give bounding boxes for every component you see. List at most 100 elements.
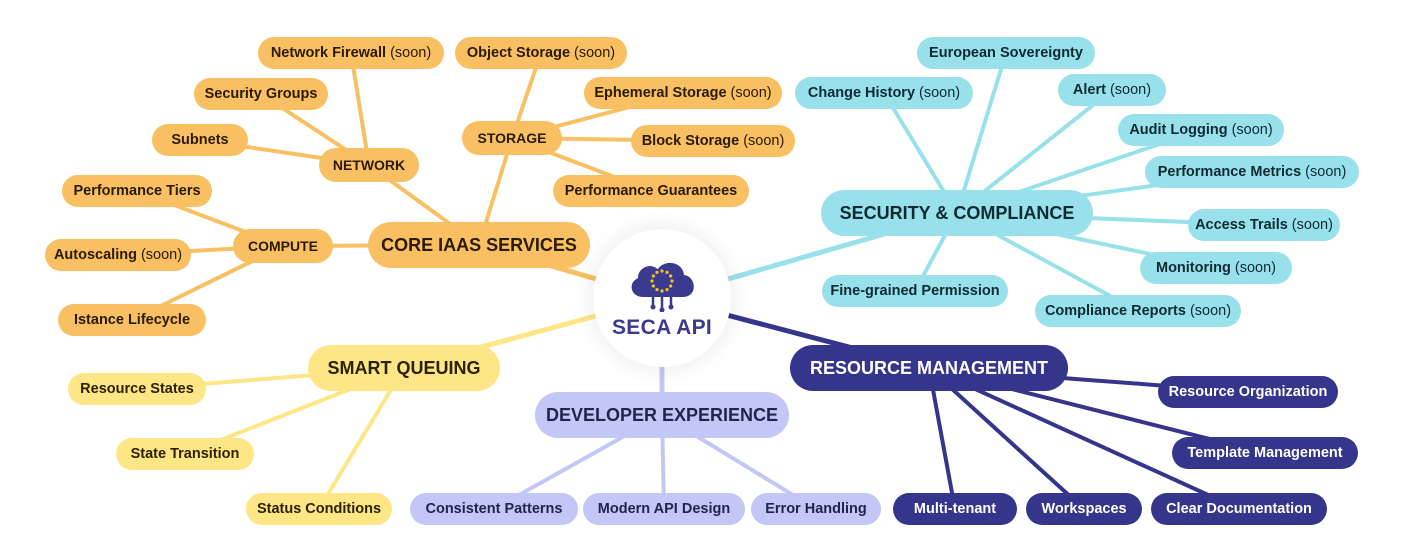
branch-smart-queuing: SMART QUEUING bbox=[308, 345, 500, 391]
connector-line bbox=[955, 51, 1008, 215]
leaf-error-handling: Error Handling bbox=[751, 493, 881, 525]
eu-star-icon bbox=[655, 270, 659, 274]
eu-star-icon bbox=[651, 284, 655, 288]
branch-resource-management: RESOURCE MANAGEMENT bbox=[790, 345, 1068, 391]
leaf-label: European Sovereignty bbox=[929, 44, 1083, 61]
leaf-access-trails: Access Trails(soon) bbox=[1188, 209, 1340, 241]
leaf-consistent-patterns: Consistent Patterns bbox=[410, 493, 578, 525]
eu-star-icon bbox=[660, 269, 664, 273]
leaf-label: Audit Logging bbox=[1129, 121, 1228, 138]
leaf-subnets: Subnets bbox=[152, 124, 248, 156]
leaf-label: Alert bbox=[1072, 81, 1106, 98]
leaf-label: Modern API Design bbox=[597, 500, 731, 517]
leaf-template-management: Template Management bbox=[1172, 437, 1358, 469]
center-title: SECA API bbox=[611, 316, 713, 339]
cloud-eu-stars-icon bbox=[631, 263, 694, 312]
eu-star-icon bbox=[670, 279, 674, 283]
leaf-state-transition: State Transition bbox=[116, 438, 254, 470]
group-storage: STORAGE bbox=[462, 121, 562, 155]
leaf-resource-organization: Resource Organization bbox=[1158, 376, 1338, 408]
soon-tag: (soon) bbox=[1234, 259, 1276, 276]
soon-tag: (soon) bbox=[1189, 302, 1232, 319]
soon-tag: (soon) bbox=[574, 44, 616, 61]
leaf-clear-documentation: Clear Documentation bbox=[1151, 493, 1327, 525]
leaf-label: Workspaces bbox=[1041, 500, 1127, 517]
leaf-status-conditions: Status Conditions bbox=[246, 493, 392, 525]
leaf-label: Object Storage bbox=[466, 44, 571, 61]
eu-star-icon bbox=[655, 288, 659, 292]
leaf-monitoring: Monitoring(soon) bbox=[1140, 252, 1292, 284]
group-compute: COMPUTE bbox=[233, 229, 333, 263]
connector-line bbox=[927, 366, 1241, 511]
leaf-autoscaling: Autoscaling(soon) bbox=[45, 239, 191, 271]
leaf-label: Error Handling bbox=[765, 500, 867, 517]
leaf-change-history: Change History(soon) bbox=[795, 77, 973, 109]
group-label: NETWORK bbox=[332, 157, 406, 173]
leaf-label: Performance Metrics bbox=[1157, 163, 1302, 180]
leaf-label: Clear Documentation bbox=[1166, 500, 1312, 517]
leaf-alert: Alert(soon) bbox=[1058, 74, 1166, 106]
leaf-label: Consistent Patterns bbox=[425, 500, 563, 517]
leaf-fine-grained-permission: Fine-grained Permission bbox=[822, 275, 1008, 307]
soon-tag: (soon) bbox=[140, 246, 183, 263]
leaf-performance-tiers: Performance Tiers bbox=[62, 175, 212, 207]
eu-star-icon bbox=[660, 289, 664, 293]
branch-core-iaas-services: CORE IAAS SERVICES bbox=[368, 222, 590, 268]
leaf-label: Ephemeral Storage bbox=[594, 84, 727, 101]
leaf-label: Fine-grained Permission bbox=[830, 282, 1000, 299]
leaf-label: Status Conditions bbox=[256, 500, 382, 517]
soon-tag: (soon) bbox=[743, 132, 785, 149]
soon-tag: (soon) bbox=[390, 44, 432, 61]
branch-developer-experience: DEVELOPER EXPERIENCE bbox=[535, 392, 789, 438]
leaf-block-storage: Block Storage(soon) bbox=[631, 125, 795, 157]
soon-tag: (soon) bbox=[1109, 81, 1152, 98]
leaf-label: Block Storage bbox=[641, 132, 740, 149]
group-network: NETWORK bbox=[319, 148, 419, 182]
leaf-label: Autoscaling bbox=[53, 246, 137, 263]
soon-tag: (soon) bbox=[1291, 216, 1333, 233]
leaf-modern-api-design: Modern API Design bbox=[583, 493, 745, 525]
leaf-label: Resource States bbox=[80, 380, 194, 397]
leaf-label: Resource Organization bbox=[1168, 383, 1328, 400]
group-label: STORAGE bbox=[477, 130, 547, 146]
branch-label: SMART QUEUING bbox=[327, 358, 481, 378]
soon-tag: (soon) bbox=[919, 84, 961, 101]
branch-security-compliance: SECURITY & COMPLIANCE bbox=[821, 190, 1093, 236]
leaf-object-storage: Object Storage(soon) bbox=[455, 37, 627, 69]
eu-star-icon bbox=[650, 279, 654, 283]
leaf-label: Template Management bbox=[1187, 444, 1343, 461]
eu-star-icon bbox=[669, 274, 673, 278]
eu-star-icon bbox=[665, 288, 669, 292]
leaf-label: Performance Tiers bbox=[73, 182, 201, 199]
soon-tag: (soon) bbox=[1305, 163, 1347, 180]
leaf-multi-tenant: Multi-tenant bbox=[893, 493, 1017, 525]
leaf-network-firewall: Network Firewall(soon) bbox=[258, 37, 444, 69]
eu-star-icon bbox=[669, 284, 673, 288]
connector-line bbox=[317, 366, 406, 511]
connector-line bbox=[927, 366, 1086, 511]
branch-label: RESOURCE MANAGEMENT bbox=[809, 358, 1048, 378]
leaf-label: Security Groups bbox=[204, 85, 318, 102]
leaf-label: State Transition bbox=[130, 445, 240, 462]
leaf-performance-metrics: Performance Metrics(soon) bbox=[1145, 156, 1359, 188]
leaf-label: Subnets bbox=[171, 131, 229, 148]
branch-label: DEVELOPER EXPERIENCE bbox=[545, 405, 779, 425]
leaf-compliance-reports: Compliance Reports(soon) bbox=[1035, 295, 1241, 327]
group-label: COMPUTE bbox=[248, 238, 318, 254]
leaf-label: Network Firewall bbox=[270, 44, 387, 61]
leaf-performance-guarantees: Performance Guarantees bbox=[553, 175, 749, 207]
seca-api-hub: SECA API bbox=[593, 229, 731, 367]
connector-line bbox=[927, 366, 957, 511]
leaf-resource-states: Resource States bbox=[68, 373, 206, 405]
leaf-audit-logging: Audit Logging(soon) bbox=[1118, 114, 1284, 146]
eu-star-icon bbox=[665, 270, 669, 274]
leaf-label: Performance Guarantees bbox=[564, 182, 738, 199]
leaf-label: Access Trails bbox=[1195, 216, 1288, 233]
leaf-ephemeral-storage: Ephemeral Storage(soon) bbox=[584, 77, 782, 109]
leaf-workspaces: Workspaces bbox=[1026, 493, 1142, 525]
leaf-label: Multi-tenant bbox=[913, 500, 997, 517]
leaf-istance-lifecycle: Istance Lifecycle bbox=[58, 304, 206, 336]
eu-star-icon bbox=[651, 274, 655, 278]
leaf-security-groups: Security Groups bbox=[194, 78, 328, 110]
